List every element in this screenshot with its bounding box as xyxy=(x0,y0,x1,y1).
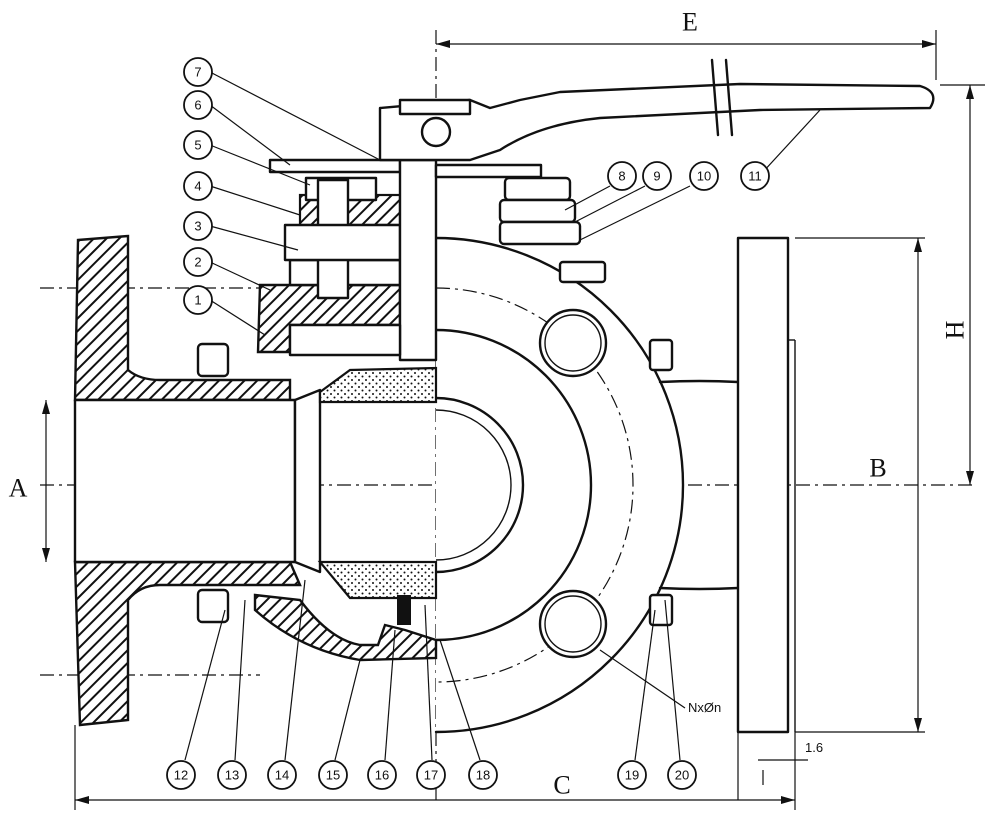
callout-19: 19 xyxy=(617,760,647,790)
svg-text:9: 9 xyxy=(653,169,660,184)
callout-3: 3 xyxy=(183,211,213,241)
plug-sections xyxy=(317,366,438,600)
svg-text:12: 12 xyxy=(174,768,188,783)
callout-13: 13 xyxy=(217,760,247,790)
svg-text:13: 13 xyxy=(225,768,239,783)
dim-label-c: C xyxy=(553,771,570,800)
callout-17: 17 xyxy=(416,760,446,790)
callout-11: 11 xyxy=(740,161,770,191)
bolt-holes xyxy=(538,308,608,659)
svg-text:5: 5 xyxy=(194,138,201,153)
svg-text:16: 16 xyxy=(375,768,389,783)
callout-6: 6 xyxy=(183,90,213,120)
svg-text:8: 8 xyxy=(618,169,625,184)
svg-text:17: 17 xyxy=(424,768,438,783)
svg-text:20: 20 xyxy=(675,768,689,783)
svg-text:14: 14 xyxy=(275,768,289,783)
svg-text:15: 15 xyxy=(326,768,340,783)
svg-text:11: 11 xyxy=(748,169,762,184)
callout-4: 4 xyxy=(183,171,213,201)
callout-1: 1 xyxy=(183,285,213,315)
svg-text:4: 4 xyxy=(194,179,201,194)
bottom-cover xyxy=(253,593,438,662)
svg-text:19: 19 xyxy=(625,768,639,783)
svg-text:6: 6 xyxy=(194,98,201,113)
callout-14: 14 xyxy=(267,760,297,790)
svg-text:3: 3 xyxy=(194,219,201,234)
callout-2: 2 xyxy=(183,247,213,277)
dim-label-h: H xyxy=(941,320,970,339)
callout-8: 8 xyxy=(607,161,637,191)
dim-label-bolt-holes: NxØn xyxy=(688,700,721,715)
callout-20: 20 xyxy=(667,760,697,790)
svg-text:1: 1 xyxy=(194,293,201,308)
dim-label-e: E xyxy=(682,8,698,37)
callout-15: 15 xyxy=(318,760,348,790)
left-flange xyxy=(73,234,322,727)
valve-body-outline xyxy=(434,236,796,734)
svg-text:2: 2 xyxy=(194,255,201,270)
gland-assembly xyxy=(256,158,438,362)
callout-18: 18 xyxy=(468,760,498,790)
callout-5: 5 xyxy=(183,130,213,160)
svg-text:10: 10 xyxy=(697,169,711,184)
callout-9: 9 xyxy=(642,161,672,191)
svg-text:7: 7 xyxy=(194,65,201,80)
dim-label-raised-face: 1.6 xyxy=(805,740,823,755)
callout-10: 10 xyxy=(689,161,719,191)
callout-leaders xyxy=(184,71,821,761)
callout-12: 12 xyxy=(166,760,196,790)
dim-label-b: B xyxy=(869,454,886,483)
callout-16: 16 xyxy=(367,760,397,790)
svg-text:18: 18 xyxy=(476,768,490,783)
dim-label-a: A xyxy=(9,474,28,503)
callout-7: 7 xyxy=(183,57,213,87)
dimension-lines xyxy=(42,30,985,810)
lever-handle xyxy=(378,58,935,627)
